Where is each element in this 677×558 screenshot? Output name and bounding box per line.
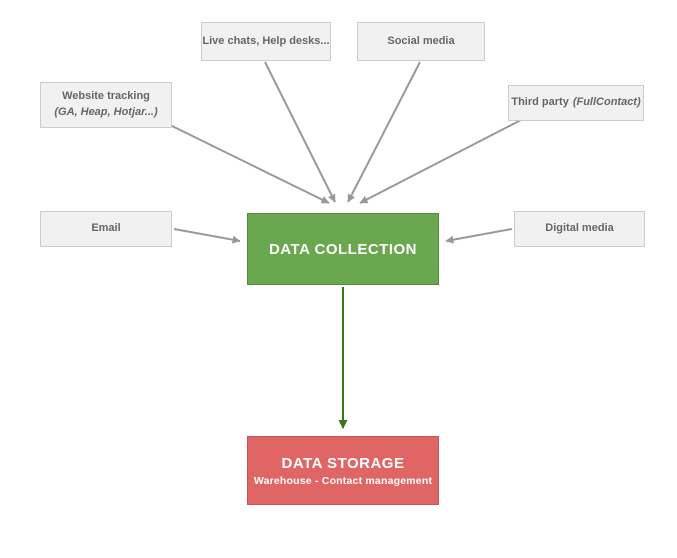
source-box-social-media: Social media — [357, 22, 485, 61]
source-label-social-media: Social media — [387, 34, 455, 47]
source-label-live-chats: Live chats, Help desks... — [202, 34, 330, 47]
arrow-email-to-collection — [173, 228, 241, 244]
data-storage-label: DATA STORAGE — [281, 454, 405, 472]
arrow-social-media-to-collection — [347, 61, 421, 203]
source-box-email: Email — [40, 211, 172, 247]
source-box-third-party: Third party (FullContact) — [508, 85, 644, 121]
source-label-third-party: Third party — [511, 96, 569, 109]
arrow-digital-media-to-collection — [445, 228, 513, 244]
data-collection-box: DATA COLLECTION — [247, 213, 439, 285]
data-storage-box: DATA STORAGE Warehouse - Contact managem… — [247, 436, 439, 505]
source-box-website-tracking: Website tracking (GA, Heap, Hotjar...) — [40, 82, 172, 128]
data-collection-label: DATA COLLECTION — [268, 240, 418, 258]
source-box-live-chats: Live chats, Help desks... — [201, 22, 331, 61]
arrow-live-chats-to-collection — [264, 61, 336, 203]
source-label-email: Email — [91, 222, 121, 235]
data-storage-sublabel: Warehouse - Contact management — [253, 474, 433, 487]
source-sublabel-website-tracking: (GA, Heap, Hotjar...) — [54, 106, 158, 118]
source-sublabel-third-party: (FullContact) — [572, 96, 641, 109]
source-label-website-tracking: Website tracking — [62, 90, 150, 103]
arrow-website-tracking-to-collection — [169, 124, 330, 204]
source-label-digital-media: Digital media — [545, 222, 614, 235]
source-box-digital-media: Digital media — [514, 211, 645, 247]
arrow-third-party-to-collection — [359, 119, 522, 204]
